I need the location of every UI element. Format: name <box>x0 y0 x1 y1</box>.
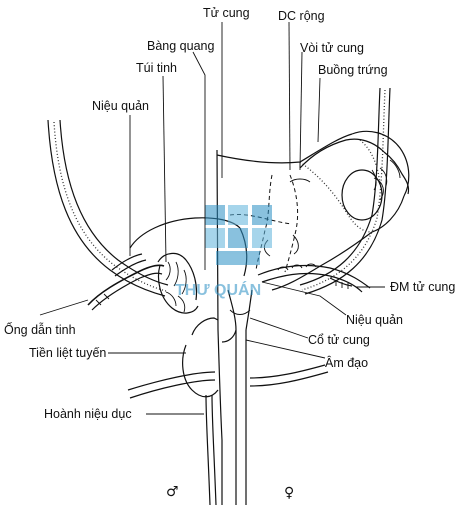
midline <box>216 149 223 505</box>
label-dm-tu-cung: ĐM tử cung <box>390 280 455 294</box>
label-tien-liet-tuyen: Tiền liệt tuyến <box>29 346 106 360</box>
cervix-vagina <box>221 289 253 505</box>
watermark-text: THƯ QUÁN <box>175 280 261 299</box>
label-nieu-quan-right: Niệu quản <box>346 313 403 327</box>
female-symbol: ♀ <box>284 485 294 501</box>
label-hoanh-nieu-duc: Hoành niệu dục <box>44 407 132 421</box>
uterine-tube <box>299 138 410 195</box>
ureter-and-uterine-artery <box>257 263 371 293</box>
male-symbol: ♂ <box>166 484 179 500</box>
urogenital-diaphragm <box>127 364 329 399</box>
vas-deferens <box>87 264 165 311</box>
left-ureter <box>111 253 147 277</box>
label-tui-tinh: Túi tinh <box>136 61 177 75</box>
prostate <box>182 317 219 398</box>
label-nieu-quan-left: Niệu quản <box>92 99 149 113</box>
urethra <box>205 394 217 506</box>
watermark-logo <box>205 205 272 265</box>
label-voi-tu-cung: Vòi tử cung <box>300 41 364 55</box>
label-am-dao: Âm đạo <box>325 355 368 370</box>
leader-lines <box>39 21 385 415</box>
label-co-tu-cung: Cổ tử cung <box>308 333 370 347</box>
label-dc-rong: DC rộng <box>278 9 325 23</box>
label-tu-cung: Tử cung <box>203 6 250 20</box>
left-pelvic-wall <box>47 119 169 297</box>
seminal-vesicle <box>157 252 199 314</box>
right-pelvic-wall <box>299 87 391 295</box>
ovary <box>341 169 384 221</box>
label-ong-dan-tinh: Ống dẫn tinh <box>4 322 76 337</box>
label-bang-quang: Bàng quang <box>147 39 214 53</box>
label-buong-trung: Buồng trứng <box>318 63 388 77</box>
